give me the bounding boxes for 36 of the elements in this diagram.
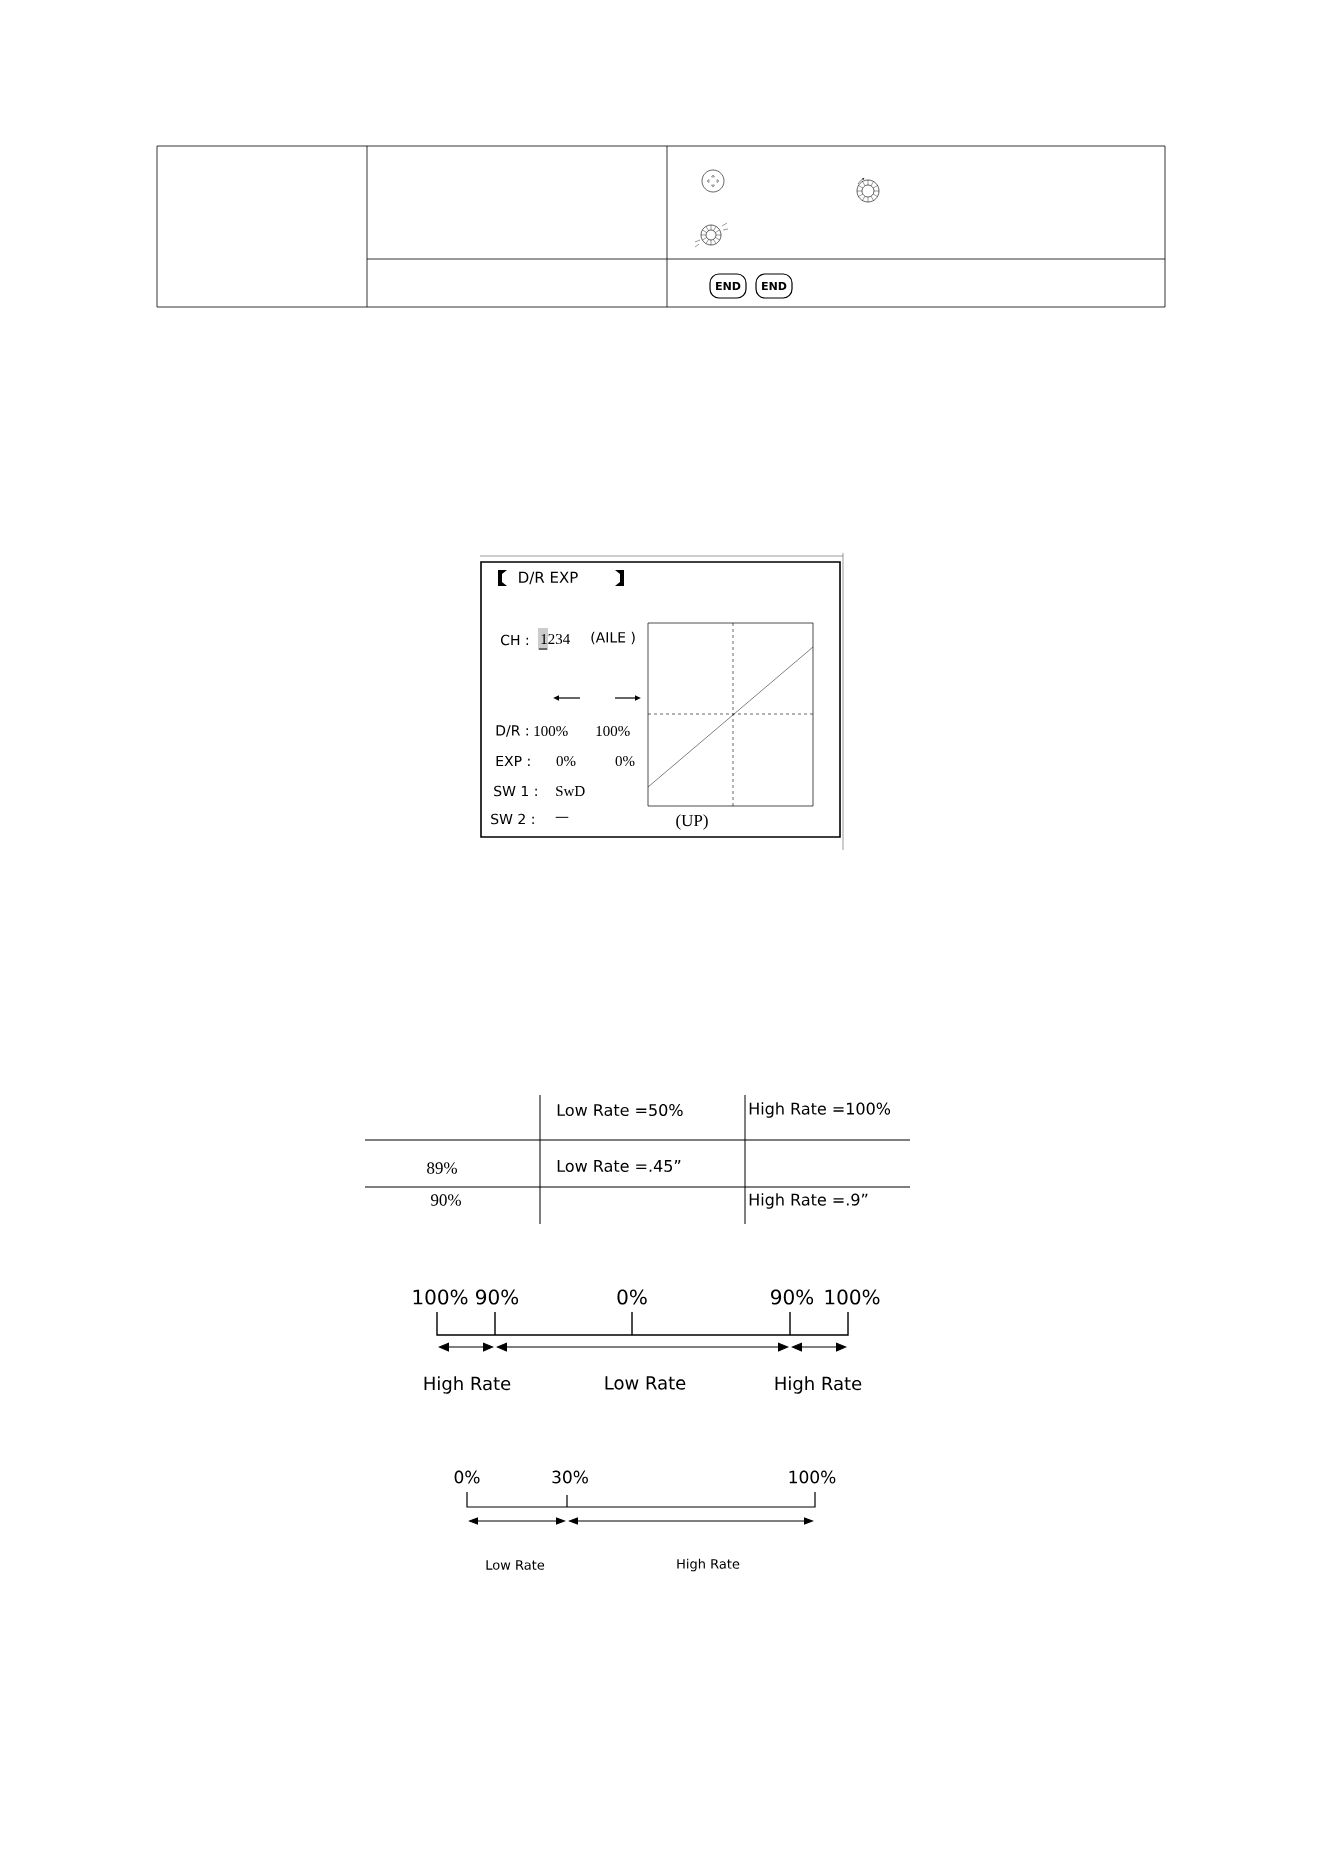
screen-title: D/R EXP: [519, 571, 578, 585]
screen-text: SW 2 :: [491, 813, 534, 825]
screen-value: —: [555, 816, 569, 818]
screen-text: CH :: [501, 634, 529, 646]
range-label: High Rate: [775, 1376, 862, 1394]
table-text: 90%: [430, 1194, 461, 1206]
scale-label: 90%: [771, 1289, 814, 1305]
table-text: Low Rate =50%: [557, 1103, 683, 1117]
screen-value: 100%: [596, 725, 630, 737]
range-label: Low Rate: [605, 1376, 686, 1390]
screen-text: D/R :: [496, 725, 528, 737]
scale-label: 100%: [413, 1289, 468, 1305]
table-text: Low Rate =.45”: [557, 1160, 681, 1172]
end-key: END: [755, 273, 793, 299]
range-label: High Rate: [677, 1558, 740, 1572]
range-label: Low Rate: [486, 1560, 545, 1570]
scale-label: 100%: [789, 1470, 836, 1484]
screen-value: SwD: [556, 785, 585, 797]
table-text: 89%: [427, 1162, 457, 1174]
scale-label: 100%: [825, 1289, 880, 1305]
screen-value: 100%: [534, 725, 568, 737]
table-text: High Rate =100%: [749, 1102, 891, 1118]
scale-label: 0%: [454, 1470, 480, 1484]
screen-text: EXP :: [496, 755, 530, 767]
screen-text: SW 1 :: [494, 785, 537, 797]
scale-label: 30%: [552, 1470, 588, 1484]
screen-text: (AILE ): [591, 631, 635, 645]
end-key: END: [709, 273, 747, 299]
range-label: High Rate: [424, 1376, 511, 1394]
screen-value: 0%: [615, 755, 635, 767]
scale-label: 0%: [617, 1289, 647, 1305]
scale-label: 90%: [476, 1289, 519, 1305]
screen-value: 0%: [556, 755, 576, 767]
screen-value: (UP): [676, 814, 708, 830]
table-text: High Rate =.9”: [749, 1193, 868, 1209]
screen-value: 1234: [541, 633, 570, 645]
